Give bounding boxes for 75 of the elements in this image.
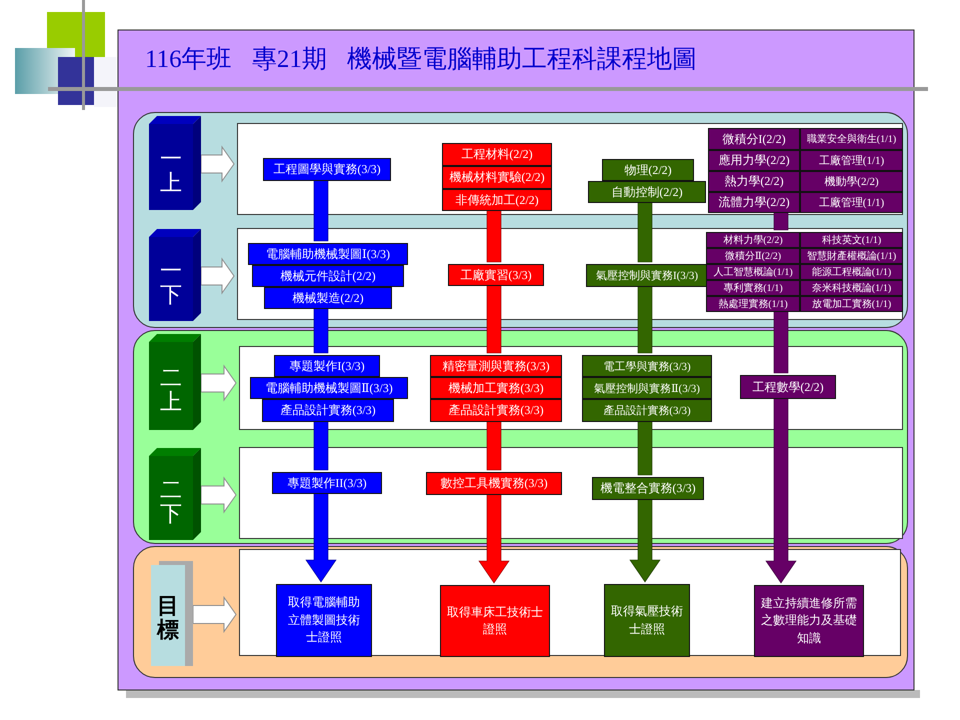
course-box: 熱力學(2/2) <box>708 171 800 192</box>
course-box: 專利實務(1/1) <box>706 280 800 296</box>
course-box: 智慧財產權概論(1/1) <box>800 248 903 264</box>
course-box: 產品設計實務(3/3) <box>430 399 562 422</box>
course-box: 工程數學(2/2) <box>740 375 836 399</box>
course-box: 機械製造(2/2) <box>264 287 392 309</box>
course-box: 機械加工實務(3/3) <box>430 377 562 399</box>
connector-bar <box>314 178 328 242</box>
course-box: 奈米科技概論(1/1) <box>800 280 903 296</box>
course-box: 工程材料(2/2) <box>442 143 552 166</box>
course-box: 電腦輔助機械製圖Ⅱ(3/3) <box>250 377 408 399</box>
course-box: 應用力學(2/2) <box>708 150 800 171</box>
course-box: 專題製作I(3/3) <box>274 355 380 377</box>
course-box: 產品設計實務(3/3) <box>262 399 394 422</box>
course-box: 物理(2/2) <box>602 159 694 181</box>
block-arrow <box>200 364 237 402</box>
connector-bar <box>638 284 652 354</box>
course-box: 數控工具機實務(3/3) <box>426 472 562 495</box>
course-box: 自動控制(2/2) <box>588 181 706 203</box>
year-band <box>133 330 908 544</box>
course-box: 放電加工實務(1/1) <box>800 296 903 312</box>
course-box: 氣壓控制與實務Ⅱ(3/3) <box>582 377 712 399</box>
block-arrow <box>200 145 235 183</box>
course-box: 精密量測與實務(3/3) <box>430 355 562 377</box>
title: 116年班 專21期 機械暨電腦輔助工程科課程地圖 <box>145 45 698 75</box>
connector-bar <box>638 200 652 262</box>
course-box: 微積分Ⅱ(2/2) <box>706 248 800 264</box>
course-box: 產品設計實務(3/3) <box>582 399 712 422</box>
connector-bar <box>314 420 328 470</box>
goal-box: 建立持續進修所需之數理能力及基礎知識 <box>754 585 864 657</box>
course-box: 職業安全與衛生(1/1) <box>800 128 903 150</box>
course-box: 機動學(2/2) <box>800 171 903 192</box>
course-box: 氣壓控制與實務I(3/3) <box>586 264 708 287</box>
block-arrow <box>200 257 235 295</box>
course-box: 科技英文(1/1) <box>800 232 903 248</box>
semester-panel <box>239 549 901 656</box>
connector-bar <box>774 310 788 374</box>
year-band <box>133 112 908 328</box>
connector-bar <box>314 306 328 354</box>
course-box: 電腦輔助機械製圖Ⅰ(3/3) <box>248 243 408 265</box>
goal-box: 取得電腦輔助立體製圖技術士證照 <box>276 584 372 657</box>
goal-box: 取得車床工技術士證照 <box>440 585 550 657</box>
arrow <box>305 492 337 583</box>
semester-panel <box>239 346 903 430</box>
course-box: 人工智慧概論(1/1) <box>706 264 800 280</box>
block-arrow <box>192 596 237 634</box>
course-box: 機械元件設計(2/2) <box>252 265 404 287</box>
course-box: 能源工程概論(1/1) <box>800 264 903 280</box>
goal-box: 取得氣壓技術士證照 <box>604 584 690 657</box>
course-box: 專題製作II(3/3) <box>272 472 382 494</box>
course-box: 流體力學(2/2) <box>708 192 800 213</box>
course-box: 熱處理實務(1/1) <box>706 296 800 312</box>
connector-bar <box>638 420 652 476</box>
connector-bar <box>486 420 502 470</box>
course-box: 工程圖學與實務(3/3) <box>263 158 391 181</box>
course-box: 非傳統加工(2/2) <box>442 189 552 211</box>
course-box: 微積分I(2/2) <box>708 128 800 150</box>
course-box: 電工學與實務(3/3) <box>582 355 712 377</box>
semester-panel <box>239 447 903 539</box>
course-box: 工廠管理(1/1) <box>800 150 903 171</box>
connector-bar <box>486 284 502 354</box>
block-arrow <box>200 476 237 514</box>
arrow <box>765 396 797 584</box>
course-box: 工廠實習(3/3) <box>448 264 544 286</box>
connector-bar <box>486 208 502 262</box>
arrow <box>629 498 661 583</box>
year-band <box>133 546 908 678</box>
course-box: 材料力學(2/2) <box>706 232 800 248</box>
course-box: 工廠管理(1/1) <box>800 192 903 213</box>
semester-panel <box>237 123 903 215</box>
course-box: 機電整合實務(3/3) <box>592 477 704 500</box>
connector-bar <box>774 210 788 230</box>
arrow <box>478 492 510 584</box>
semester-panel <box>237 228 903 320</box>
course-box: 機械材料實驗(2/2) <box>442 166 552 189</box>
